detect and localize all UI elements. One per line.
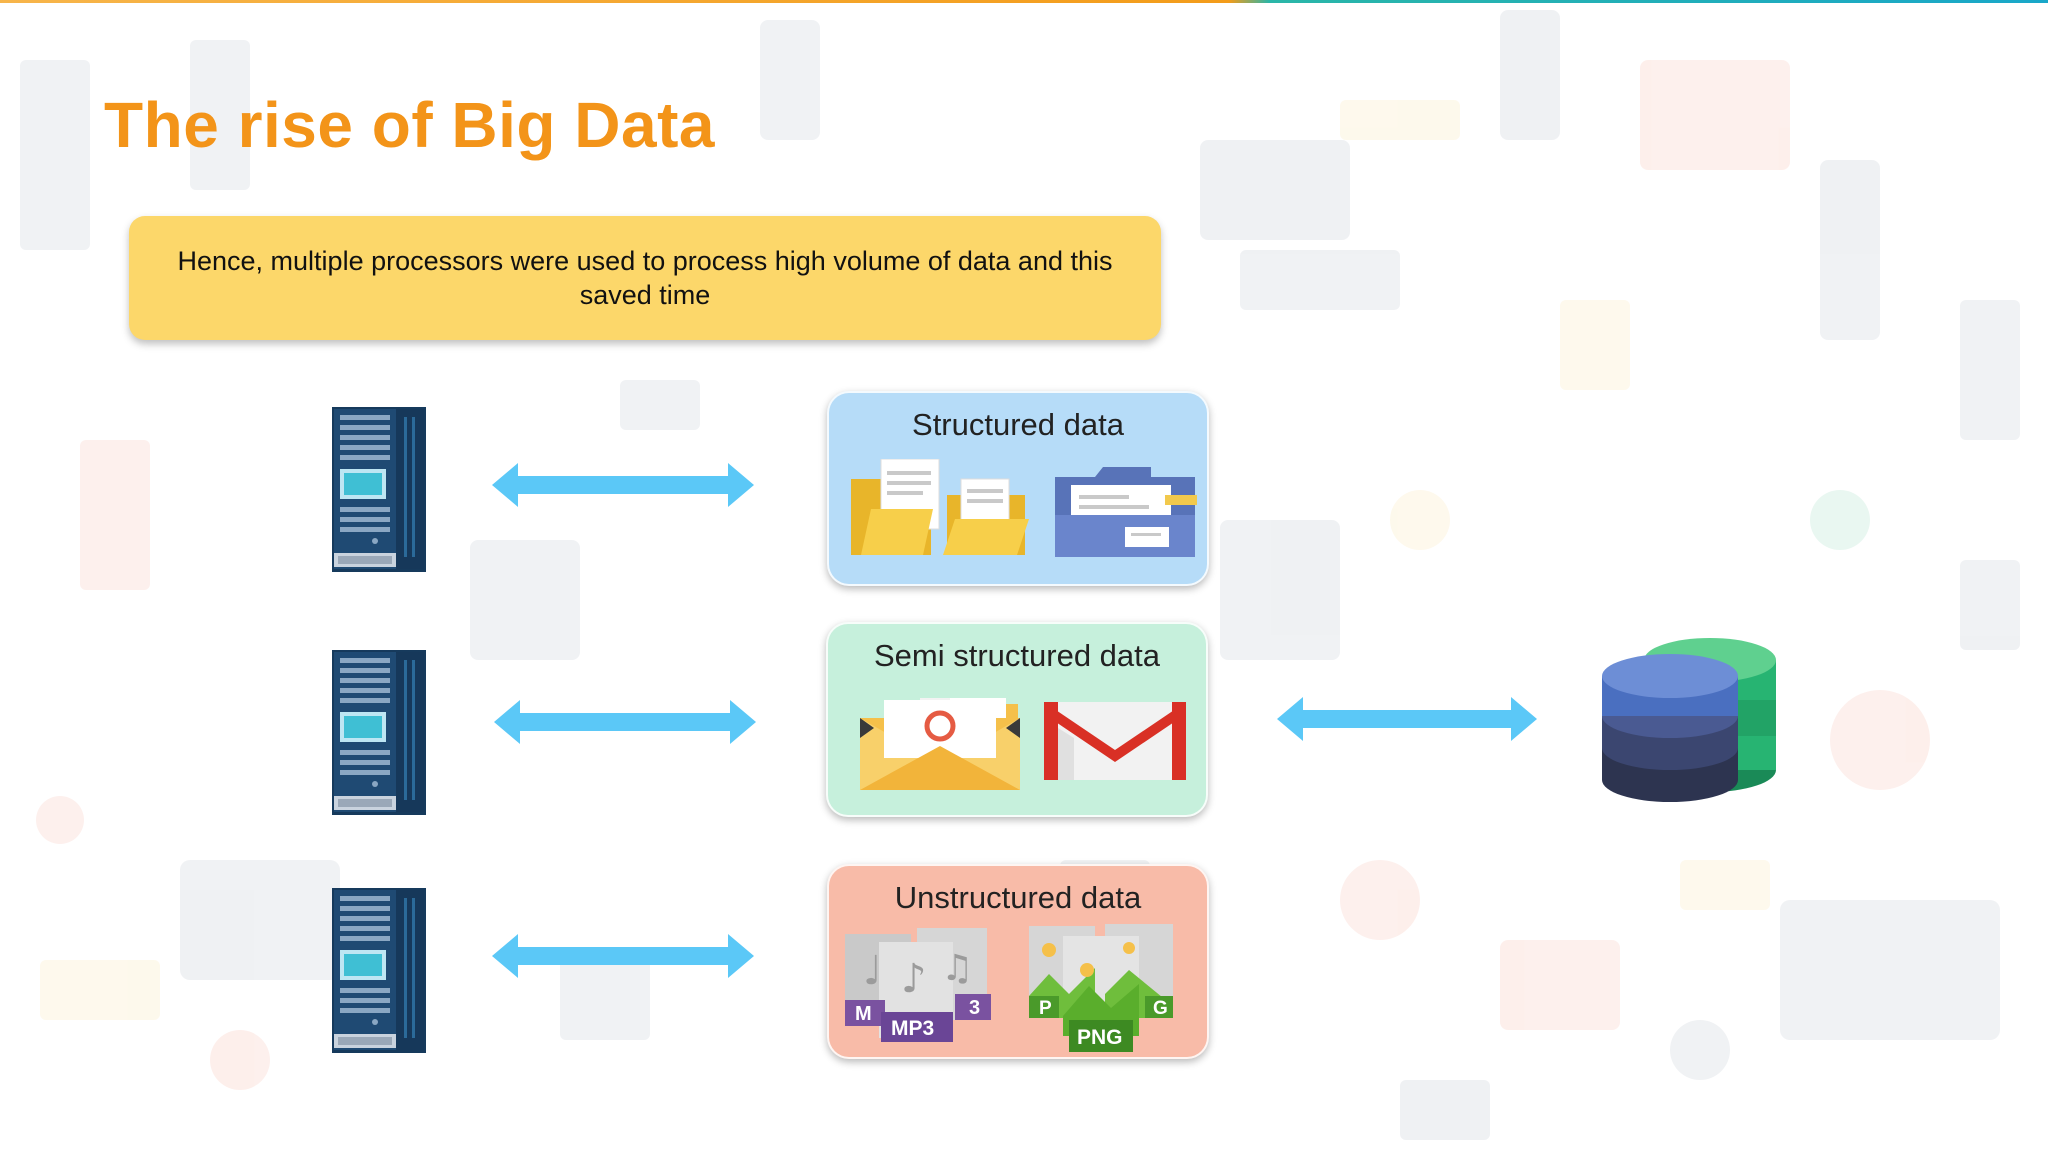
top-accent-bar — [0, 0, 2048, 3]
svg-text:♩: ♩ — [863, 948, 882, 994]
email-envelope-icon — [860, 698, 1020, 790]
server-rack-icon — [332, 407, 426, 572]
mp3-file-icon: ♩ ♪ ♫ M 3 MP3 — [845, 928, 991, 1042]
mp3-back-right-label: 3 — [969, 997, 980, 1019]
folder-documents-icon — [851, 459, 1029, 555]
server-rack-icon — [332, 888, 426, 1053]
info-callout-text: Hence, multiple processors were used to … — [177, 246, 1113, 310]
png-back-right-label: G — [1153, 998, 1168, 1019]
bidirectional-arrow-icon — [492, 463, 754, 507]
gmail-icon — [1044, 702, 1186, 780]
page-title: The rise of Big Data — [104, 89, 715, 161]
info-callout: Hence, multiple processors were used to … — [129, 216, 1161, 340]
structured-data-card: Structured data — [827, 391, 1209, 586]
unstructured-data-card: Unstructured data ♩ ♪ ♫ M 3 MP3 — [827, 864, 1209, 1059]
server-rack-icon — [332, 650, 426, 815]
png-front-label: PNG — [1077, 1026, 1123, 1049]
card-title: Unstructured data — [894, 880, 1142, 915]
card-title: Semi structured data — [873, 638, 1161, 673]
bidirectional-arrow-icon — [492, 934, 754, 978]
bidirectional-arrow-icon — [1277, 697, 1537, 741]
png-back-left-label: P — [1039, 998, 1052, 1019]
png-image-icon: P G PNG — [1029, 924, 1173, 1052]
database-icon — [1602, 638, 1776, 802]
bidirectional-arrow-icon — [494, 700, 756, 744]
card-title: Structured data — [912, 407, 1124, 442]
semi-structured-data-card: Semi structured data — [826, 622, 1208, 817]
mp3-back-left-label: M — [855, 1003, 872, 1025]
blue-folder-icon — [1055, 467, 1197, 557]
mp3-front-label: MP3 — [891, 1017, 934, 1040]
svg-text:♫: ♫ — [941, 948, 973, 989]
svg-text:♪: ♪ — [901, 956, 927, 1002]
